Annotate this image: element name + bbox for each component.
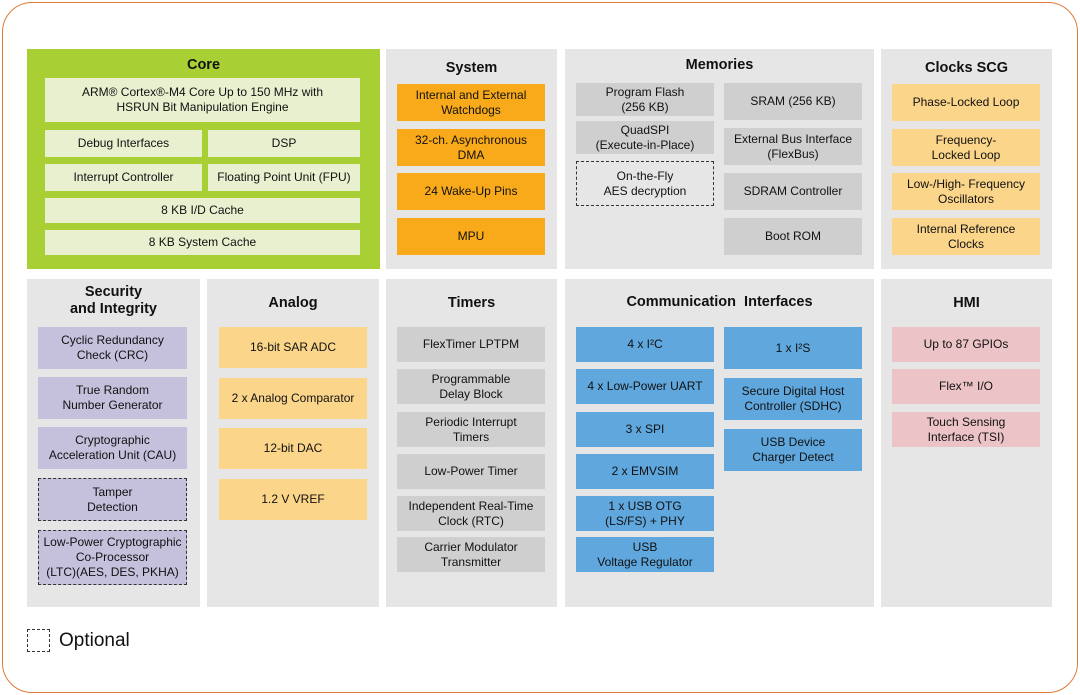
core-dsp-box: DSP <box>208 130 360 157</box>
clocks-internal-reference-box: Internal Reference Clocks <box>892 218 1040 255</box>
analog-title: Analog <box>268 295 318 311</box>
comm-usb-voltage-regulator-box: USB Voltage Regulator <box>576 537 714 572</box>
memories-sram-box: SRAM (256 KB) <box>724 83 862 120</box>
core-fpu-box: Floating Point Unit (FPU) <box>208 164 360 191</box>
system-dma-box: 32-ch. Asynchronous DMA <box>397 129 545 166</box>
core-debug-interfaces-box: Debug Interfaces <box>45 130 202 157</box>
timers-carrier-modulator-box: Carrier Modulator Transmitter <box>397 537 545 572</box>
security-title: Security and Integrity <box>69 284 157 317</box>
optional-legend-label: Optional <box>59 630 130 651</box>
comm-title: Communication Interfaces <box>626 294 813 310</box>
optional-legend-dashed-box-icon <box>27 629 50 652</box>
comm-i2s-box: 1 x I²S <box>724 327 862 369</box>
system-mpu-box: MPU <box>397 218 545 255</box>
core-interrupt-controller-box: Interrupt Controller <box>45 164 202 191</box>
comm-panel: Communication Interfaces 4 x I²C 4 x Low… <box>565 279 874 607</box>
clocks-fll-box: Frequency- Locked Loop <box>892 129 1040 166</box>
timers-delay-block-box: Programmable Delay Block <box>397 369 545 404</box>
timers-title: Timers <box>447 295 496 311</box>
memories-flexbus-box: External Bus Interface (FlexBus) <box>724 128 862 165</box>
hmi-panel: HMI Up to 87 GPIOs Flex™ I/O Touch Sensi… <box>881 279 1052 607</box>
timers-flextimer-box: FlexTimer LPTPM <box>397 327 545 362</box>
comm-usb-otg-box: 1 x USB OTG (LS/FS) + PHY <box>576 496 714 531</box>
comm-lpuart-box: 4 x Low-Power UART <box>576 369 714 404</box>
clocks-panel: Clocks SCG Phase-Locked Loop Frequency- … <box>881 49 1052 269</box>
security-trng-box: True Random Number Generator <box>38 377 187 419</box>
system-panel: System Internal and External Watchdogs 3… <box>386 49 557 269</box>
security-crc-box: Cyclic Redundancy Check (CRC) <box>38 327 187 369</box>
security-cau-box: Cryptographic Acceleration Unit (CAU) <box>38 427 187 469</box>
hmi-gpios-box: Up to 87 GPIOs <box>892 327 1040 362</box>
analog-panel: Analog 16-bit SAR ADC 2 x Analog Compara… <box>207 279 379 607</box>
memories-quadspi-box: QuadSPI (Execute-in-Place) <box>576 121 714 154</box>
analog-sar-adc-box: 16-bit SAR ADC <box>219 327 367 368</box>
memories-program-flash-box: Program Flash (256 KB) <box>576 83 714 116</box>
comm-spi-box: 3 x SPI <box>576 412 714 447</box>
security-tamper-detection-box: Tamper Detection <box>38 478 187 521</box>
clocks-title: Clocks SCG <box>925 60 1008 76</box>
core-title: Core <box>186 57 221 73</box>
hmi-title: HMI <box>953 295 980 311</box>
comm-i2c-box: 4 x I²C <box>576 327 714 362</box>
timers-panel: Timers FlexTimer LPTPM Programmable Dela… <box>386 279 557 607</box>
comm-emvsim-box: 2 x EMVSIM <box>576 454 714 489</box>
analog-vref-box: 1.2 V VREF <box>219 479 367 520</box>
core-cortex-m4-box: ARM® Cortex®-M4 Core Up to 150 MHz with … <box>45 78 360 122</box>
hmi-flexio-box: Flex™ I/O <box>892 369 1040 404</box>
memories-boot-rom-box: Boot ROM <box>724 218 862 255</box>
memories-title: Memories <box>685 57 754 73</box>
timers-rtc-box: Independent Real-Time Clock (RTC) <box>397 496 545 531</box>
clocks-oscillators-box: Low-/High- Frequency Oscillators <box>892 173 1040 210</box>
analog-dac-box: 12-bit DAC <box>219 428 367 469</box>
timers-pit-box: Periodic Interrupt Timers <box>397 412 545 447</box>
security-panel: Security and Integrity Cyclic Redundancy… <box>27 279 200 607</box>
system-watchdogs-box: Internal and External Watchdogs <box>397 84 545 121</box>
system-title: System <box>445 60 498 76</box>
memories-sdram-controller-box: SDRAM Controller <box>724 173 862 210</box>
core-system-cache-box: 8 KB System Cache <box>45 230 360 255</box>
comm-usb-charger-detect-box: USB Device Charger Detect <box>724 429 862 471</box>
security-ltc-box: Low-Power Cryptographic Co-Processor (LT… <box>38 530 187 585</box>
core-id-cache-box: 8 KB I/D Cache <box>45 198 360 223</box>
timers-low-power-timer-box: Low-Power Timer <box>397 454 545 489</box>
system-wakeup-pins-box: 24 Wake-Up Pins <box>397 173 545 210</box>
core-panel: Core ARM® Cortex®-M4 Core Up to 150 MHz … <box>27 49 380 269</box>
memories-aes-decryption-box: On-the-Fly AES decryption <box>576 161 714 206</box>
memories-panel: Memories Program Flash (256 KB) QuadSPI … <box>565 49 874 269</box>
clocks-pll-box: Phase-Locked Loop <box>892 84 1040 121</box>
analog-comparator-box: 2 x Analog Comparator <box>219 378 367 419</box>
comm-sdhc-box: Secure Digital Host Controller (SDHC) <box>724 378 862 420</box>
hmi-tsi-box: Touch Sensing Interface (TSI) <box>892 412 1040 447</box>
